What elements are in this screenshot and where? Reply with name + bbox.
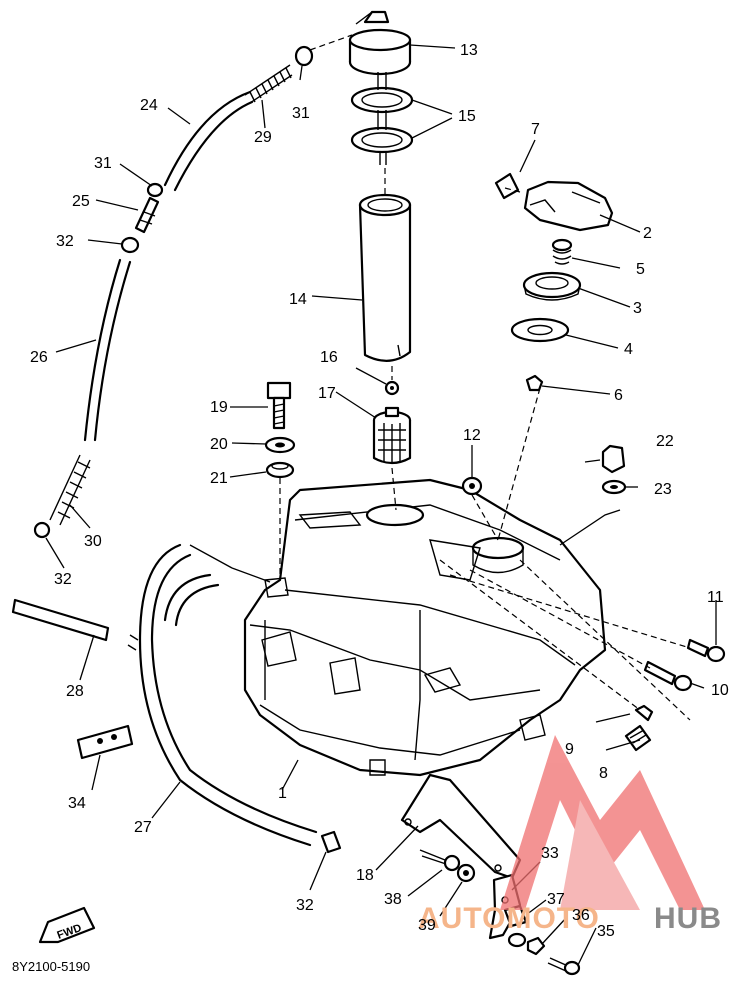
callout-10: 10: [711, 682, 729, 699]
callout-20: 20: [210, 436, 228, 453]
callout-18: 18: [356, 867, 374, 884]
cap-seat-3: [522, 271, 582, 301]
callout-15: 15: [458, 108, 476, 125]
screw-38: [419, 849, 461, 872]
watermark-right: HUB: [654, 902, 722, 935]
bolt-19: [266, 381, 292, 430]
collar-36: [507, 932, 527, 948]
callout-32-left: 32: [54, 571, 72, 588]
callout-17: 17: [318, 385, 336, 402]
spring-29: [244, 64, 293, 104]
fuel-tank: [243, 478, 607, 777]
callout-33: 33: [541, 845, 559, 862]
watermark-text: AUTOMOTO HUB: [418, 902, 722, 935]
nut-6: [525, 374, 544, 392]
callout-29: 29: [254, 129, 272, 146]
hose-28: [11, 598, 139, 651]
callout-36: 36: [572, 907, 590, 924]
watermark-logo: [500, 735, 705, 910]
callout-39: 39: [418, 917, 436, 934]
callout-4: 4: [624, 341, 633, 358]
callout-22: 22: [656, 433, 674, 450]
callout-34: 34: [68, 795, 86, 812]
callout-38: 38: [384, 891, 402, 908]
callout-19: 19: [210, 399, 228, 416]
callout-27: 27: [134, 819, 152, 836]
gasket-upper: [350, 86, 414, 114]
joint-25: [134, 196, 160, 234]
collar-23: [601, 479, 627, 495]
callout-21: 21: [210, 470, 228, 487]
callout-5: 5: [636, 261, 645, 278]
callout-11: 11: [707, 589, 724, 606]
nut-36: [526, 936, 546, 956]
callout-24: 24: [140, 97, 158, 114]
callout-2: 2: [643, 225, 652, 242]
diagram-code: 8Y2100-5190: [12, 959, 90, 974]
clip-8: [624, 724, 652, 752]
callout-30: 30: [84, 533, 102, 550]
hose-26: [83, 258, 132, 442]
callout-25: 25: [72, 193, 90, 210]
callouts: 1 2 3 4 5 6 7 8 9 10 11 12 13 14 15 16 1…: [30, 42, 729, 940]
grommet-12: [461, 476, 483, 496]
filter-pipe: [358, 193, 412, 362]
callout-7: 7: [531, 121, 540, 138]
grommet-21: [265, 461, 295, 479]
damper-22: [601, 444, 626, 474]
leader-lines: [45, 44, 717, 966]
bracket-18: [400, 773, 522, 880]
hose-24: [163, 90, 254, 192]
callout-26: 26: [30, 349, 48, 366]
clip-32-lower: [320, 830, 342, 854]
clip-31-upper: [294, 45, 314, 67]
callout-3: 3: [633, 300, 642, 317]
gasket-4: [510, 317, 570, 343]
cap-cover: [523, 180, 614, 232]
watermark-left: AUTOMOTO: [418, 902, 600, 935]
assembly-lines: [279, 34, 691, 721]
clip-31-left: [146, 182, 164, 198]
bracket-34: [76, 724, 134, 760]
callout-6: 6: [614, 387, 623, 404]
gasket-lower: [350, 126, 414, 154]
bolt-10: [643, 660, 693, 692]
callout-37: 37: [547, 891, 565, 908]
callout-9: 9: [565, 741, 574, 758]
fuel-cock: [348, 10, 412, 76]
callout-23: 23: [654, 481, 672, 498]
fuel-cock-stem: [377, 72, 387, 165]
callout-31-left: 31: [94, 155, 112, 172]
clip-32-upper: [120, 236, 140, 254]
callout-8: 8: [599, 765, 608, 782]
spring-30: [49, 454, 91, 526]
spring-5: [551, 238, 573, 265]
fuel-strainer: [372, 406, 412, 465]
washer-39: [456, 863, 476, 883]
callout-16: 16: [320, 349, 338, 366]
callout-12: 12: [463, 427, 481, 444]
callout-1: 1: [278, 785, 287, 802]
hose-27: [138, 543, 318, 847]
callout-13: 13: [460, 42, 478, 59]
clip-16: [384, 380, 400, 396]
callout-35: 35: [597, 923, 615, 940]
bolt-11: [686, 638, 726, 663]
callout-28: 28: [66, 683, 84, 700]
clip-32-left: [33, 521, 51, 539]
callout-14: 14: [289, 291, 307, 308]
callout-31-upper: 31: [292, 105, 310, 122]
fwd-arrow: FWD: [38, 906, 96, 944]
cap-bolt-7: [494, 172, 520, 200]
callout-32-lower: 32: [296, 897, 314, 914]
washer-20: [264, 436, 296, 454]
bolt-35: [547, 957, 581, 976]
callout-32-upper: 32: [56, 233, 74, 250]
clip-9: [634, 704, 654, 722]
